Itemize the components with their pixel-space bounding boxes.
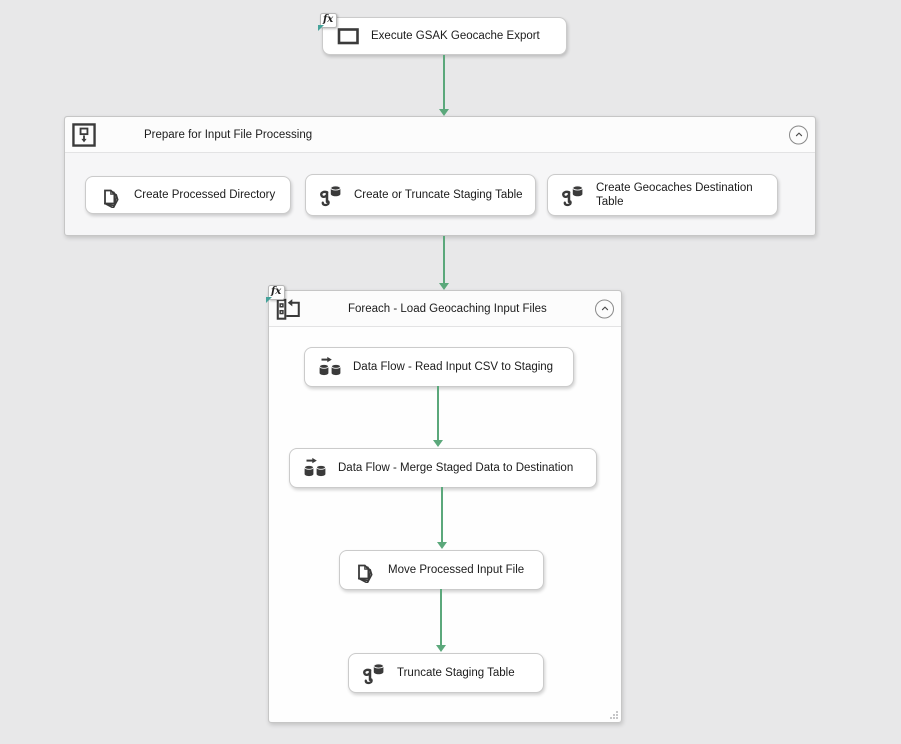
sequence-container-prepare-for-input-file-processing: Prepare for Input File Processing Create…: [64, 116, 816, 236]
arrow-head: [439, 283, 449, 290]
fx-expression-badge: fx: [265, 284, 286, 303]
task-create-processed-directory[interactable]: Create Processed Directory: [85, 176, 291, 214]
data-flow-task-icon: [317, 354, 343, 380]
arrow-line: [443, 55, 445, 109]
task-label: Truncate Staging Table: [397, 667, 515, 679]
foreach-loop-container-load-geocaching-input-files: fx Foreach - Load Geocaching Input Files…: [265, 284, 622, 723]
arrow-head: [436, 645, 446, 652]
arrow-line: [443, 236, 445, 283]
arrow-line: [441, 487, 443, 542]
container-title: Foreach - Load Geocaching Input Files: [348, 302, 547, 315]
task-move-processed-input-file[interactable]: Move Processed Input File: [339, 550, 544, 590]
arrow-head: [439, 109, 449, 116]
chevron-up-icon: [599, 303, 611, 315]
header-icon-wrap: [70, 121, 98, 149]
chevron-up-icon: [793, 129, 805, 141]
task-label: Data Flow - Merge Staged Data to Destina…: [338, 462, 574, 474]
task-data-flow-read-input-csv-to-staging[interactable]: Data Flow - Read Input CSV to Staging: [304, 347, 574, 387]
task-truncate-staging-table[interactable]: Truncate Staging Table: [348, 653, 544, 693]
task-label: Execute GSAK Geocache Export: [371, 30, 540, 42]
precedence-constraint-arrow[interactable]: [437, 487, 447, 549]
collapse-button[interactable]: [595, 299, 614, 318]
task-label: Create or Truncate Staging Table: [354, 189, 523, 201]
task-label: Create Processed Directory: [134, 189, 276, 201]
task-label: Create Geocaches Destination Table: [596, 182, 753, 208]
arrow-line: [437, 386, 439, 440]
execute-sql-task-icon: [318, 182, 344, 208]
precedence-constraint-arrow[interactable]: [439, 236, 449, 290]
execute-sql-task-icon: [560, 182, 586, 208]
task-create-or-truncate-staging-table[interactable]: Create or Truncate Staging Table: [305, 174, 536, 216]
precedence-constraint-arrow[interactable]: [433, 386, 443, 447]
container-title: Prepare for Input File Processing: [144, 128, 313, 141]
collapse-button[interactable]: [789, 125, 808, 144]
data-flow-task-icon: [302, 455, 328, 481]
file-system-task-icon: [98, 182, 124, 208]
execute-sql-task-icon: [361, 660, 387, 686]
task-execute-gsak-geocache-export[interactable]: fx Execute GSAK Geocache Export: [317, 13, 567, 55]
task-create-geocaches-destination-table[interactable]: Create Geocaches Destination Table: [547, 174, 778, 216]
fx-expression-badge: fx: [317, 13, 338, 31]
container-header[interactable]: fx Foreach - Load Geocaching Input Files: [265, 284, 621, 327]
file-system-task-icon: [352, 557, 378, 583]
arrow-head: [437, 542, 447, 549]
execute-process-icon: [335, 23, 361, 49]
resize-grip-icon[interactable]: [608, 709, 619, 720]
arrow-line: [440, 589, 442, 645]
precedence-constraint-arrow[interactable]: [436, 589, 446, 652]
container-header[interactable]: Prepare for Input File Processing: [65, 117, 815, 153]
sequence-container-icon: [70, 121, 98, 149]
task-label: Data Flow - Read Input CSV to Staging: [353, 361, 554, 373]
task-label: Move Processed Input File: [388, 564, 525, 576]
precedence-constraint-arrow[interactable]: [439, 55, 449, 116]
header-icon-wrap: fx: [265, 284, 302, 323]
task-data-flow-merge-staged-data-to-destination[interactable]: Data Flow - Merge Staged Data to Destina…: [289, 448, 597, 488]
arrow-head: [433, 440, 443, 447]
